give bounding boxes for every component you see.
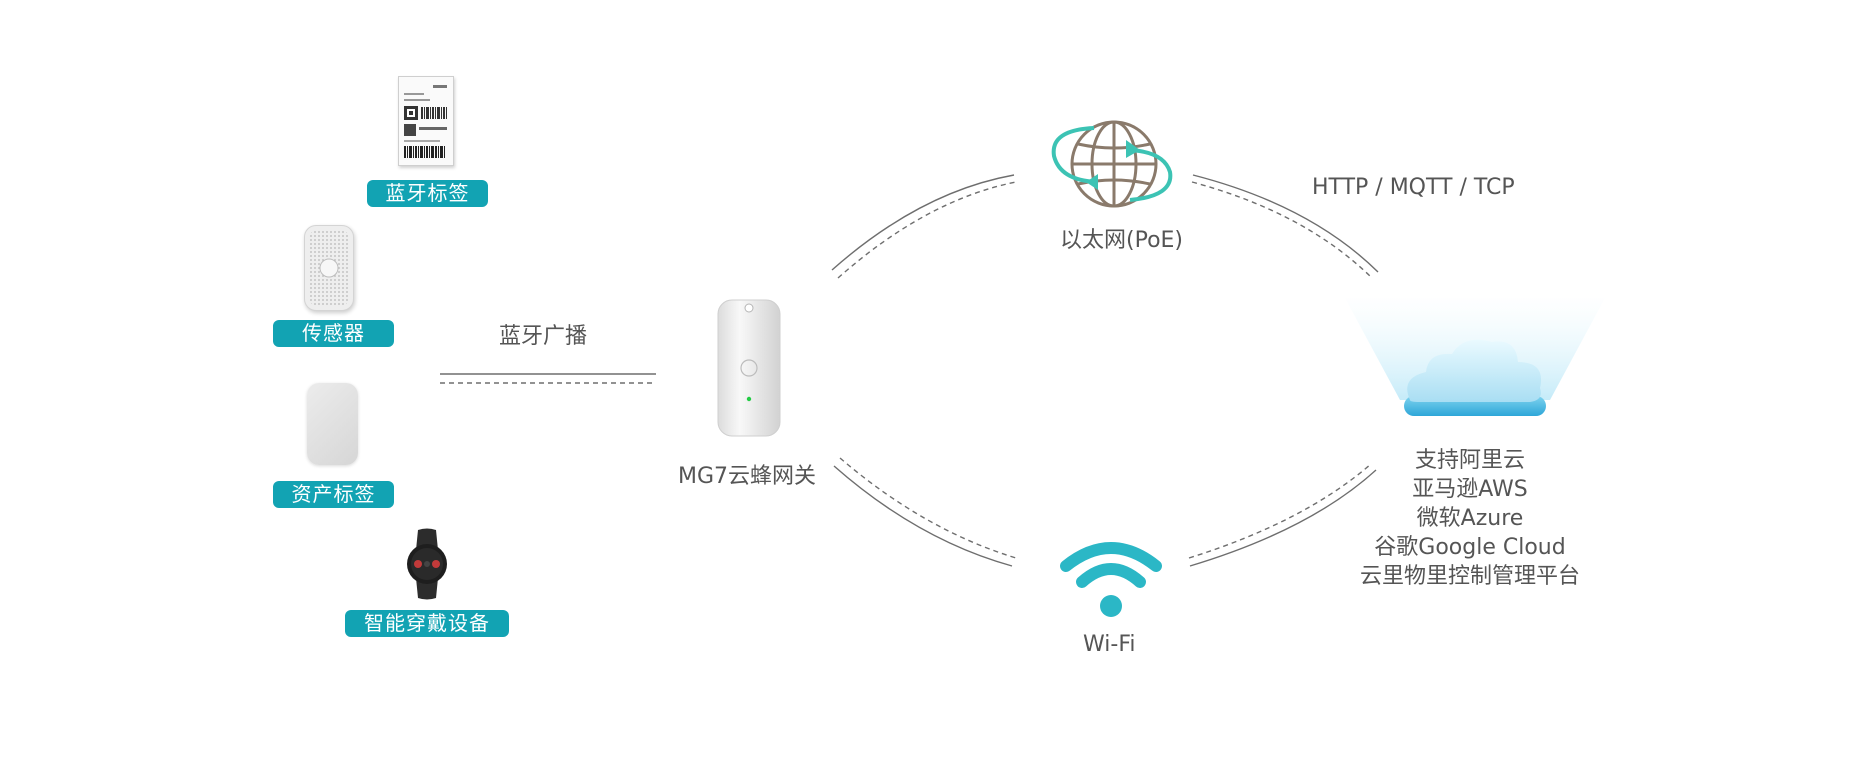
cloud-line-aliyun: 支持阿里云	[1414, 448, 1525, 473]
globe-icon	[1046, 116, 1178, 214]
gateway-wifi-line-solid	[833, 465, 1013, 567]
bluetooth-broadcast-label: 蓝牙广播	[499, 324, 588, 349]
cloud-icon	[1340, 290, 1610, 440]
wearable-image	[398, 528, 456, 600]
wifi-icon	[1058, 536, 1164, 622]
gateway-led	[746, 396, 752, 402]
asset-tag-label: 资产标签	[273, 481, 394, 508]
gateway-label: MG7云蜂网关	[678, 464, 817, 489]
sensor-label: 传感器	[273, 320, 394, 347]
ethernet-label: 以太网(PoE)	[1060, 228, 1184, 253]
asset-tag-image	[307, 383, 358, 465]
gateway-ethernet-line-dashed	[837, 181, 1017, 279]
protocol-label: HTTP / MQTT / TCP	[1312, 175, 1515, 200]
gateway-wifi-line-dashed	[839, 457, 1017, 559]
ethernet-cloud-line-dashed	[1191, 181, 1372, 278]
cloud-support-text: 支持阿里云 亚马逊AWS 微软Azure 谷歌Google Cloud 云里物里…	[1320, 446, 1620, 591]
cloud-line-aws: 亚马逊AWS	[1412, 477, 1528, 502]
ethernet-cloud-line-solid	[1192, 174, 1379, 273]
wifi-label: Wi-Fi	[1083, 632, 1136, 657]
cloud-line-platform: 云里物里控制管理平台	[1359, 564, 1580, 589]
wifi-cloud-line-solid	[1189, 469, 1377, 567]
gateway-image	[716, 298, 782, 438]
bluetooth-tag-image	[398, 76, 454, 166]
cloud-line-azure: 微软Azure	[1416, 506, 1524, 531]
cloud-line-google: 谷歌Google Cloud	[1374, 535, 1566, 560]
wearable-label: 智能穿戴设备	[345, 610, 509, 637]
sensor-image	[304, 225, 354, 311]
gateway-ethernet-line-solid	[831, 174, 1015, 271]
wifi-cloud-line-dashed	[1188, 463, 1372, 559]
bluetooth-tag-label: 蓝牙标签	[367, 180, 488, 207]
